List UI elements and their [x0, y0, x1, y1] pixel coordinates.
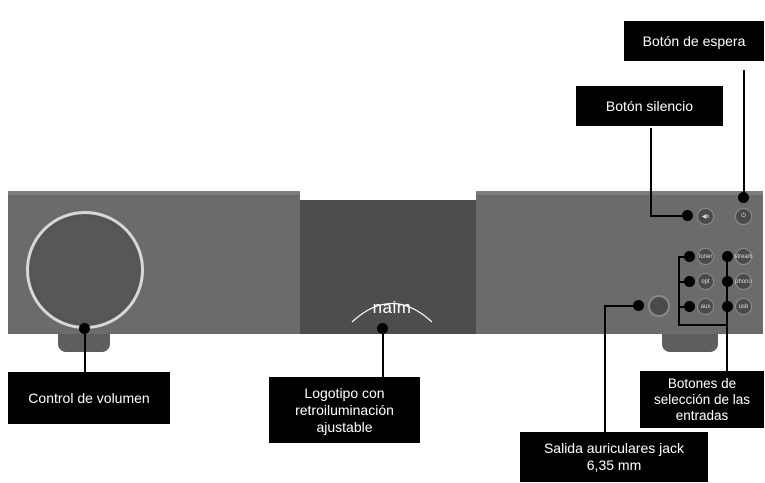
standby-leader [743, 70, 745, 195]
inputs-dot-2 [684, 276, 695, 287]
callout-mute: Botón silencio [576, 86, 723, 126]
inputs-dot-1 [684, 251, 695, 262]
inputs-tick-2 [678, 281, 688, 283]
input-button-tuner[interactable]: tuner [697, 248, 714, 265]
headphone-leader-h [604, 305, 638, 307]
inputs-tick-1 [678, 256, 688, 258]
input-button-aux[interactable]: aux [697, 298, 714, 315]
headphone-jack[interactable] [648, 295, 670, 317]
right-foot [662, 334, 718, 352]
input-button-stream[interactable]: stream [734, 248, 753, 265]
headphone-dot [633, 300, 644, 311]
logo-text: naim [372, 298, 412, 317]
mute-button[interactable]: ◀x [697, 208, 714, 225]
volume-knob-face [33, 218, 137, 322]
input-button-usb[interactable]: usb [735, 298, 752, 315]
right-panel [476, 191, 763, 334]
inputs-bracket-left [678, 256, 680, 326]
inputs-tick-3 [678, 306, 688, 308]
mute-leader-v [650, 128, 652, 216]
callout-logo: Logotipo con retroiluminación ajustable [269, 377, 420, 443]
callout-volume: Control de volumen [8, 372, 170, 424]
mute-leader-h [650, 215, 686, 217]
center-panel [300, 200, 476, 334]
standby-button[interactable]: ⏻ [735, 208, 752, 225]
right-panel-edge [476, 191, 763, 195]
headphone-leader-v [604, 305, 606, 432]
standby-dot [738, 192, 749, 203]
mute-dot [682, 210, 693, 221]
logo-leader [382, 328, 384, 378]
input-button-opt[interactable]: opt [697, 273, 714, 290]
left-panel-edge [8, 191, 300, 195]
callout-standby: Botón de espera [624, 21, 764, 61]
volume-dot [79, 323, 90, 334]
logo-dot [377, 323, 388, 334]
inputs-bracket-right [726, 256, 728, 371]
volume-leader [84, 328, 86, 372]
callout-headphones: Salida auriculares jack 6,35 mm [520, 432, 708, 482]
inputs-dot-3 [684, 301, 695, 312]
input-button-phono[interactable]: phono [735, 273, 752, 290]
callout-inputs: Botones de selección de las entradas [640, 371, 764, 428]
volume-knob[interactable] [26, 211, 144, 329]
inputs-bracket-bottom [678, 324, 728, 326]
